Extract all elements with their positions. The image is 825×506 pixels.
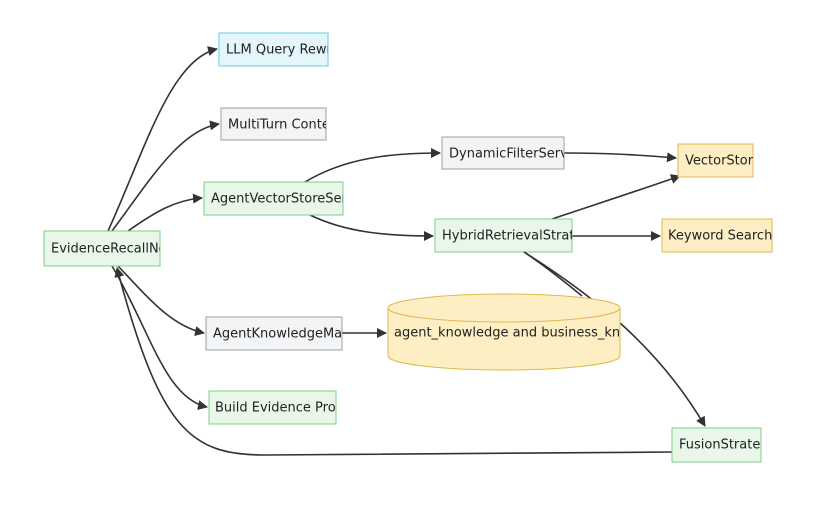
- node-dynamic-filter-label: DynamicFilterServ: [449, 147, 568, 162]
- edge-dynamic-to-vectorstore: [563, 152, 677, 163]
- node-knowledge-db[interactable]: agent_knowledge and business_know: [387, 293, 639, 371]
- node-llm-query-rewrite-label: LLM Query Rewr: [226, 43, 333, 58]
- node-agent-vector-store[interactable]: AgentVectorStoreServ: [203, 181, 355, 216]
- node-hybrid-retrieval-box: [434, 218, 573, 253]
- node-llm-query-rewrite[interactable]: LLM Query Rewr: [218, 32, 333, 67]
- node-llm-query-rewrite-box: [218, 32, 329, 67]
- node-evidence-recall[interactable]: EvidenceRecallNo: [43, 230, 167, 267]
- node-hybrid-retrieval[interactable]: HybridRetrievalStrat: [434, 218, 574, 253]
- node-keyword-search-box: [661, 218, 773, 253]
- edge-hybrid-to-vectorstore: [551, 174, 681, 220]
- node-multiturn-context[interactable]: MultiTurn Conte: [220, 107, 330, 141]
- edge-evidence-to-agentvector: [127, 193, 203, 232]
- edge-evidence-to-multiturn: [111, 120, 220, 232]
- node-fusion-strategy-label: FusionStrate: [679, 438, 760, 453]
- node-knowledge-db-cylinder: [387, 308, 621, 371]
- edge-agentvector-to-hybrid: [309, 214, 434, 241]
- node-agent-knowledge-map-box: [205, 316, 343, 351]
- node-hybrid-retrieval-label: HybridRetrievalStrat: [442, 229, 574, 244]
- edge-evidence-to-build: [111, 265, 208, 410]
- node-keyword-search[interactable]: Keyword Search: [661, 218, 773, 253]
- node-agent-vector-store-label: AgentVectorStoreServ: [211, 192, 355, 207]
- edge-evidence-to-llm: [107, 46, 218, 232]
- node-dynamic-filter-box: [441, 136, 565, 170]
- node-fusion-strategy-box: [671, 427, 762, 463]
- node-vector-store[interactable]: VectorStor: [677, 143, 754, 178]
- node-evidence-recall-box: [43, 230, 161, 267]
- node-build-evidence-label: Build Evidence Pron: [215, 401, 344, 416]
- node-dynamic-filter[interactable]: DynamicFilterServ: [441, 136, 568, 170]
- node-keyword-search-label: Keyword Search: [668, 229, 772, 244]
- edge-agentvector-to-dynamic: [304, 148, 441, 183]
- node-agent-vector-store-box: [203, 181, 344, 216]
- edge-fusion-to-evidence: [114, 267, 673, 456]
- node-vector-store-label: VectorStor: [685, 154, 754, 169]
- node-agent-knowledge-map[interactable]: AgentKnowledgeMap: [205, 316, 350, 351]
- edge-evidence-to-knowledgemap: [117, 265, 205, 336]
- node-evidence-recall-label: EvidenceRecallNo: [51, 242, 167, 257]
- node-multiturn-context-label: MultiTurn Conte: [228, 118, 330, 133]
- node-fusion-strategy[interactable]: FusionStrate: [671, 427, 762, 463]
- node-knowledge-db-label: agent_knowledge and business_know: [394, 326, 639, 341]
- edge-hybrid-to-fusion-overlay: [523, 251, 583, 297]
- node-knowledge-db-top: [387, 293, 621, 323]
- node-build-evidence[interactable]: Build Evidence Pron: [208, 390, 344, 425]
- node-build-evidence-box: [208, 390, 337, 425]
- edges: [107, 46, 706, 456]
- node-vector-store-box: [677, 143, 754, 178]
- node-multiturn-context-box: [220, 107, 327, 141]
- edge-hybrid-to-fusion: [523, 251, 706, 427]
- node-agent-knowledge-map-label: AgentKnowledgeMap: [213, 327, 350, 342]
